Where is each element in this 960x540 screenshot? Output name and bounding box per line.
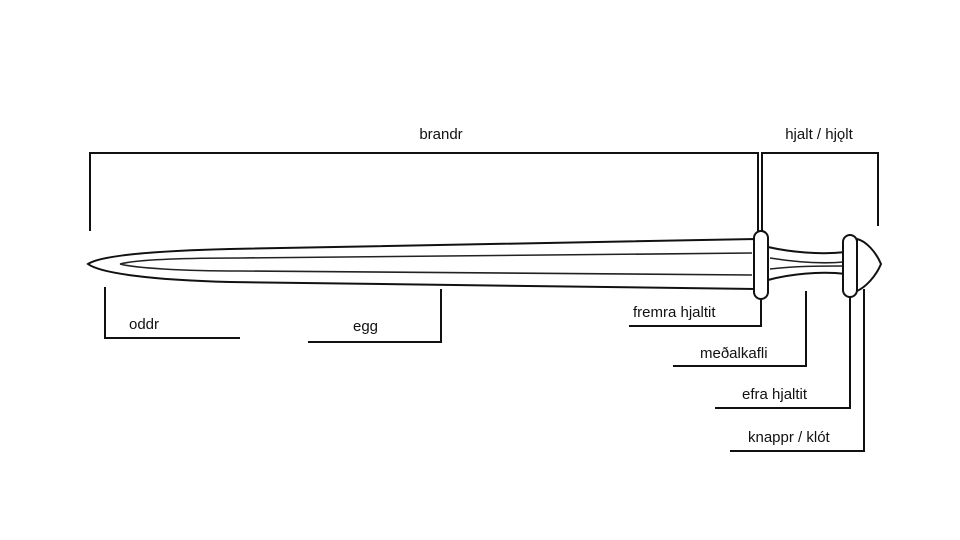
oddr-leader <box>104 287 240 339</box>
hjalt-label: hjalt / hjǫlt <box>785 126 853 143</box>
fremra-hjaltit-leader <box>629 299 762 327</box>
efra-hjaltit-leader <box>715 297 851 409</box>
knappr-label: knappr / klót <box>748 429 831 446</box>
egg-leader <box>308 289 442 343</box>
fremra-hjaltit-label: fremra hjaltit <box>633 304 716 321</box>
brandr-label: brandr <box>419 126 462 143</box>
blade <box>86 237 756 291</box>
upper-guard <box>842 234 858 298</box>
egg-label: egg <box>353 318 378 335</box>
medalkafli-leader <box>673 291 807 367</box>
medalkafli-label: meðalkafli <box>700 345 768 362</box>
lower-guard <box>753 230 769 300</box>
grip-detail <box>769 257 845 270</box>
grip <box>767 245 847 282</box>
oddr-label: oddr <box>129 316 159 333</box>
fuller <box>119 252 753 276</box>
brandr-bracket <box>89 152 759 231</box>
efra-hjaltit-label: efra hjaltit <box>742 386 808 403</box>
hjalt-bracket <box>761 152 879 231</box>
knappr-leader <box>730 289 865 452</box>
pommel <box>856 237 883 293</box>
